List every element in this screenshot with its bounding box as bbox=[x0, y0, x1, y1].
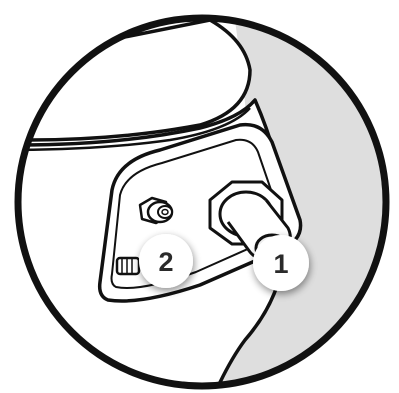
callout-badge-2: 2 bbox=[139, 234, 193, 288]
lower-fitting bbox=[117, 258, 139, 274]
callout-badge-1: 1 bbox=[253, 235, 309, 291]
callout-label-1: 1 bbox=[273, 249, 288, 279]
callout-label-2: 2 bbox=[158, 247, 173, 277]
small-fitting bbox=[140, 198, 172, 223]
housing-top bbox=[10, 20, 250, 140]
